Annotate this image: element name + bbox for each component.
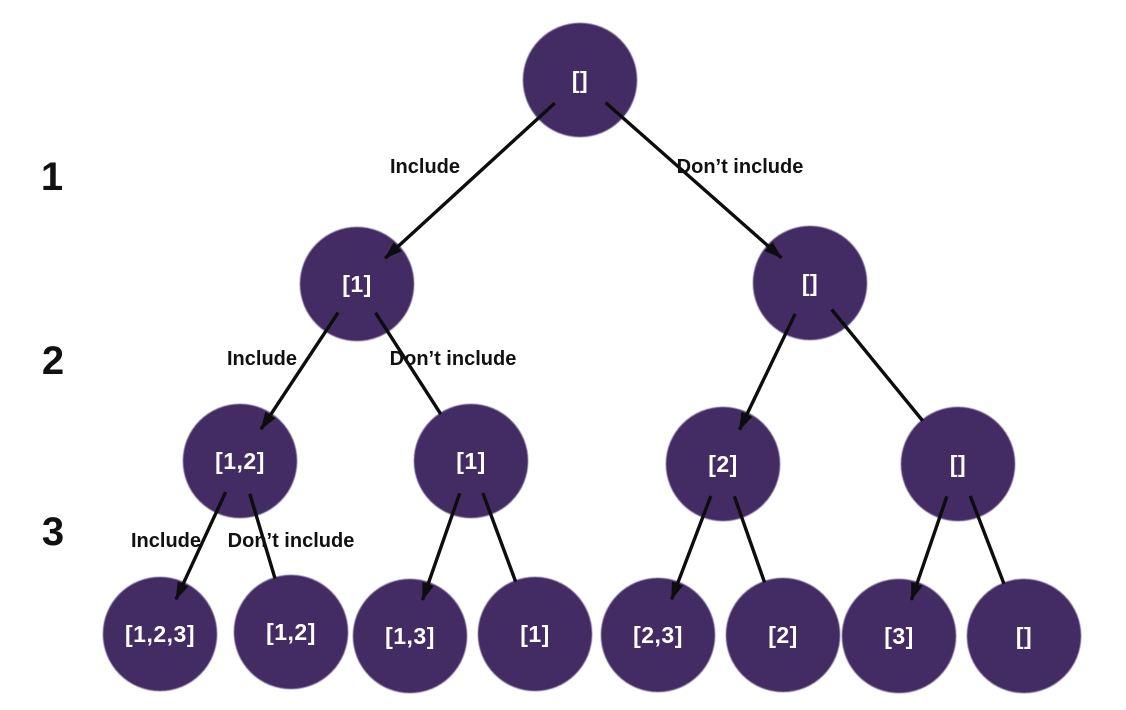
tree-node-label: [1] (520, 621, 550, 647)
tree-node-label: [1,2] (266, 619, 316, 645)
tree-node-l0: [] (966, 578, 1082, 694)
tree-node-label: [] (1016, 623, 1032, 649)
tree-node-circle (352, 578, 468, 694)
tree-node-n0: [] (752, 225, 868, 341)
tree-node-root: [] (522, 22, 638, 138)
tree-node-l13: [1,3] (352, 578, 468, 694)
tree-edge-n0-n2 (738, 313, 797, 431)
tree-edge-root-n0 (604, 101, 783, 260)
tree-node-circle (966, 578, 1082, 694)
tree-edge-n12-l123 (174, 491, 228, 601)
tree-node-label: [] (572, 67, 588, 93)
tree-node-label: [1,2] (215, 448, 265, 474)
tree-node-label: [1,2,3] (125, 621, 195, 647)
tree-node-label: [2] (708, 451, 738, 477)
tree-edge-n0b-l0 (968, 495, 1006, 585)
edge-label-dont-include: Don’t include (228, 530, 355, 552)
tree-edge-n0-n0b (830, 308, 924, 422)
tree-node-label: [] (950, 451, 966, 477)
tree-edge-root-n1 (384, 101, 556, 260)
tree-node-l3: [3] (841, 578, 957, 694)
tree-node-circle (102, 576, 218, 692)
level-marker-1: 1 (41, 155, 63, 199)
tree-node-circle (477, 576, 593, 692)
tree-node-circle (233, 574, 349, 690)
tree-node-circle (841, 578, 957, 694)
tree-node-n1: [1] (299, 226, 415, 342)
edge-label-dont-include: Don’t include (390, 348, 517, 370)
tree-node-label: [1,3] (385, 623, 435, 649)
tree-edge-n2-l2 (732, 495, 767, 583)
tree-node-label: [1] (456, 448, 486, 474)
tree-node-l23: [2,3] (600, 577, 716, 693)
edge-label-include: Include (390, 156, 460, 178)
tree-edge-n1b-l13 (420, 492, 462, 601)
tree-edge-n1-n1b (374, 311, 443, 415)
tree-edge-n1-n12 (259, 311, 340, 431)
edge-label-include: Include (227, 348, 297, 370)
level-marker-2: 2 (42, 339, 64, 383)
tree-edge-n0b-l3 (909, 495, 949, 601)
tree-node-circle (522, 22, 638, 138)
tree-node-circle (182, 403, 298, 519)
tree-node-circle (413, 403, 529, 519)
tree-node-label: [3] (884, 623, 914, 649)
tree-node-n2: [2] (665, 406, 781, 522)
tree-node-n0b: [] (900, 406, 1016, 522)
tree-node-l12: [1,2] (233, 574, 349, 690)
tree-node-l123: [1,2,3] (102, 576, 218, 692)
tree-node-circle (600, 577, 716, 693)
tree-edge-n2-l23 (669, 495, 713, 601)
edge-label-include: Include (131, 530, 201, 552)
tree-node-l2: [2] (725, 577, 841, 693)
tree-node-label: [2] (768, 622, 798, 648)
tree-node-n1b: [1] (413, 403, 529, 519)
tree-node-label: [1] (342, 271, 372, 297)
tree-node-label: [] (802, 270, 818, 296)
tree-edge-n1b-l1 (481, 492, 518, 583)
edge-label-dont-include: Don’t include (677, 156, 804, 178)
tree-node-l1: [1] (477, 576, 593, 692)
tree-node-circle (665, 406, 781, 522)
tree-edge-n12-l12 (248, 493, 277, 579)
tree-node-circle (900, 406, 1016, 522)
tree-node-n12: [1,2] (182, 403, 298, 519)
tree-node-circle (725, 577, 841, 693)
tree-node-label: [2,3] (633, 622, 683, 648)
level-marker-3: 3 (42, 510, 64, 554)
